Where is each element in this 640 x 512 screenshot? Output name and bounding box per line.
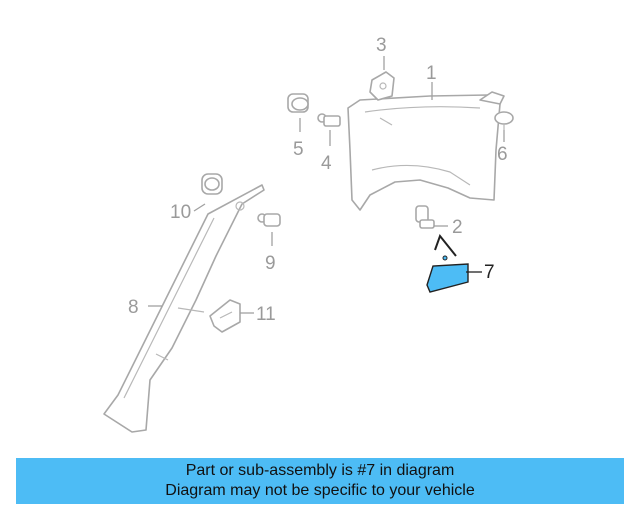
part-11-clip (209, 299, 241, 333)
banner-line-2: Diagram may not be specific to your vehi… (165, 482, 475, 499)
callout-5: 5 (293, 139, 304, 160)
callout-8: 8 (128, 297, 139, 318)
info-banner: Part or sub-assembly is #7 in diagram Di… (16, 458, 624, 504)
callout-2: 2 (452, 217, 463, 238)
part-10-grommet (201, 173, 223, 195)
callout-10: 10 (170, 202, 191, 223)
callout-11: 11 (256, 304, 276, 325)
part-7-highlighted (426, 233, 469, 293)
part-8-pillar-trim (103, 184, 265, 433)
part-5-grommet (287, 93, 309, 113)
banner-line-1: Part or sub-assembly is #7 in diagram (185, 462, 455, 479)
part-6-clip (494, 111, 514, 130)
parts-diagram: 1 3 5 4 6 2 7 10 (103, 35, 514, 433)
part-9-bolt (257, 213, 281, 227)
callout-3: 3 (376, 35, 387, 56)
part-3-bracket (369, 71, 395, 101)
callout-6: 6 (497, 144, 508, 165)
callout-1: 1 (426, 63, 437, 84)
callout-9: 9 (265, 253, 276, 274)
part-4-bolt (317, 113, 341, 127)
part-2-screw (415, 205, 435, 229)
callout-4: 4 (321, 153, 332, 174)
callout-7: 7 (484, 262, 495, 283)
part-1-quarter-panel (347, 91, 505, 211)
